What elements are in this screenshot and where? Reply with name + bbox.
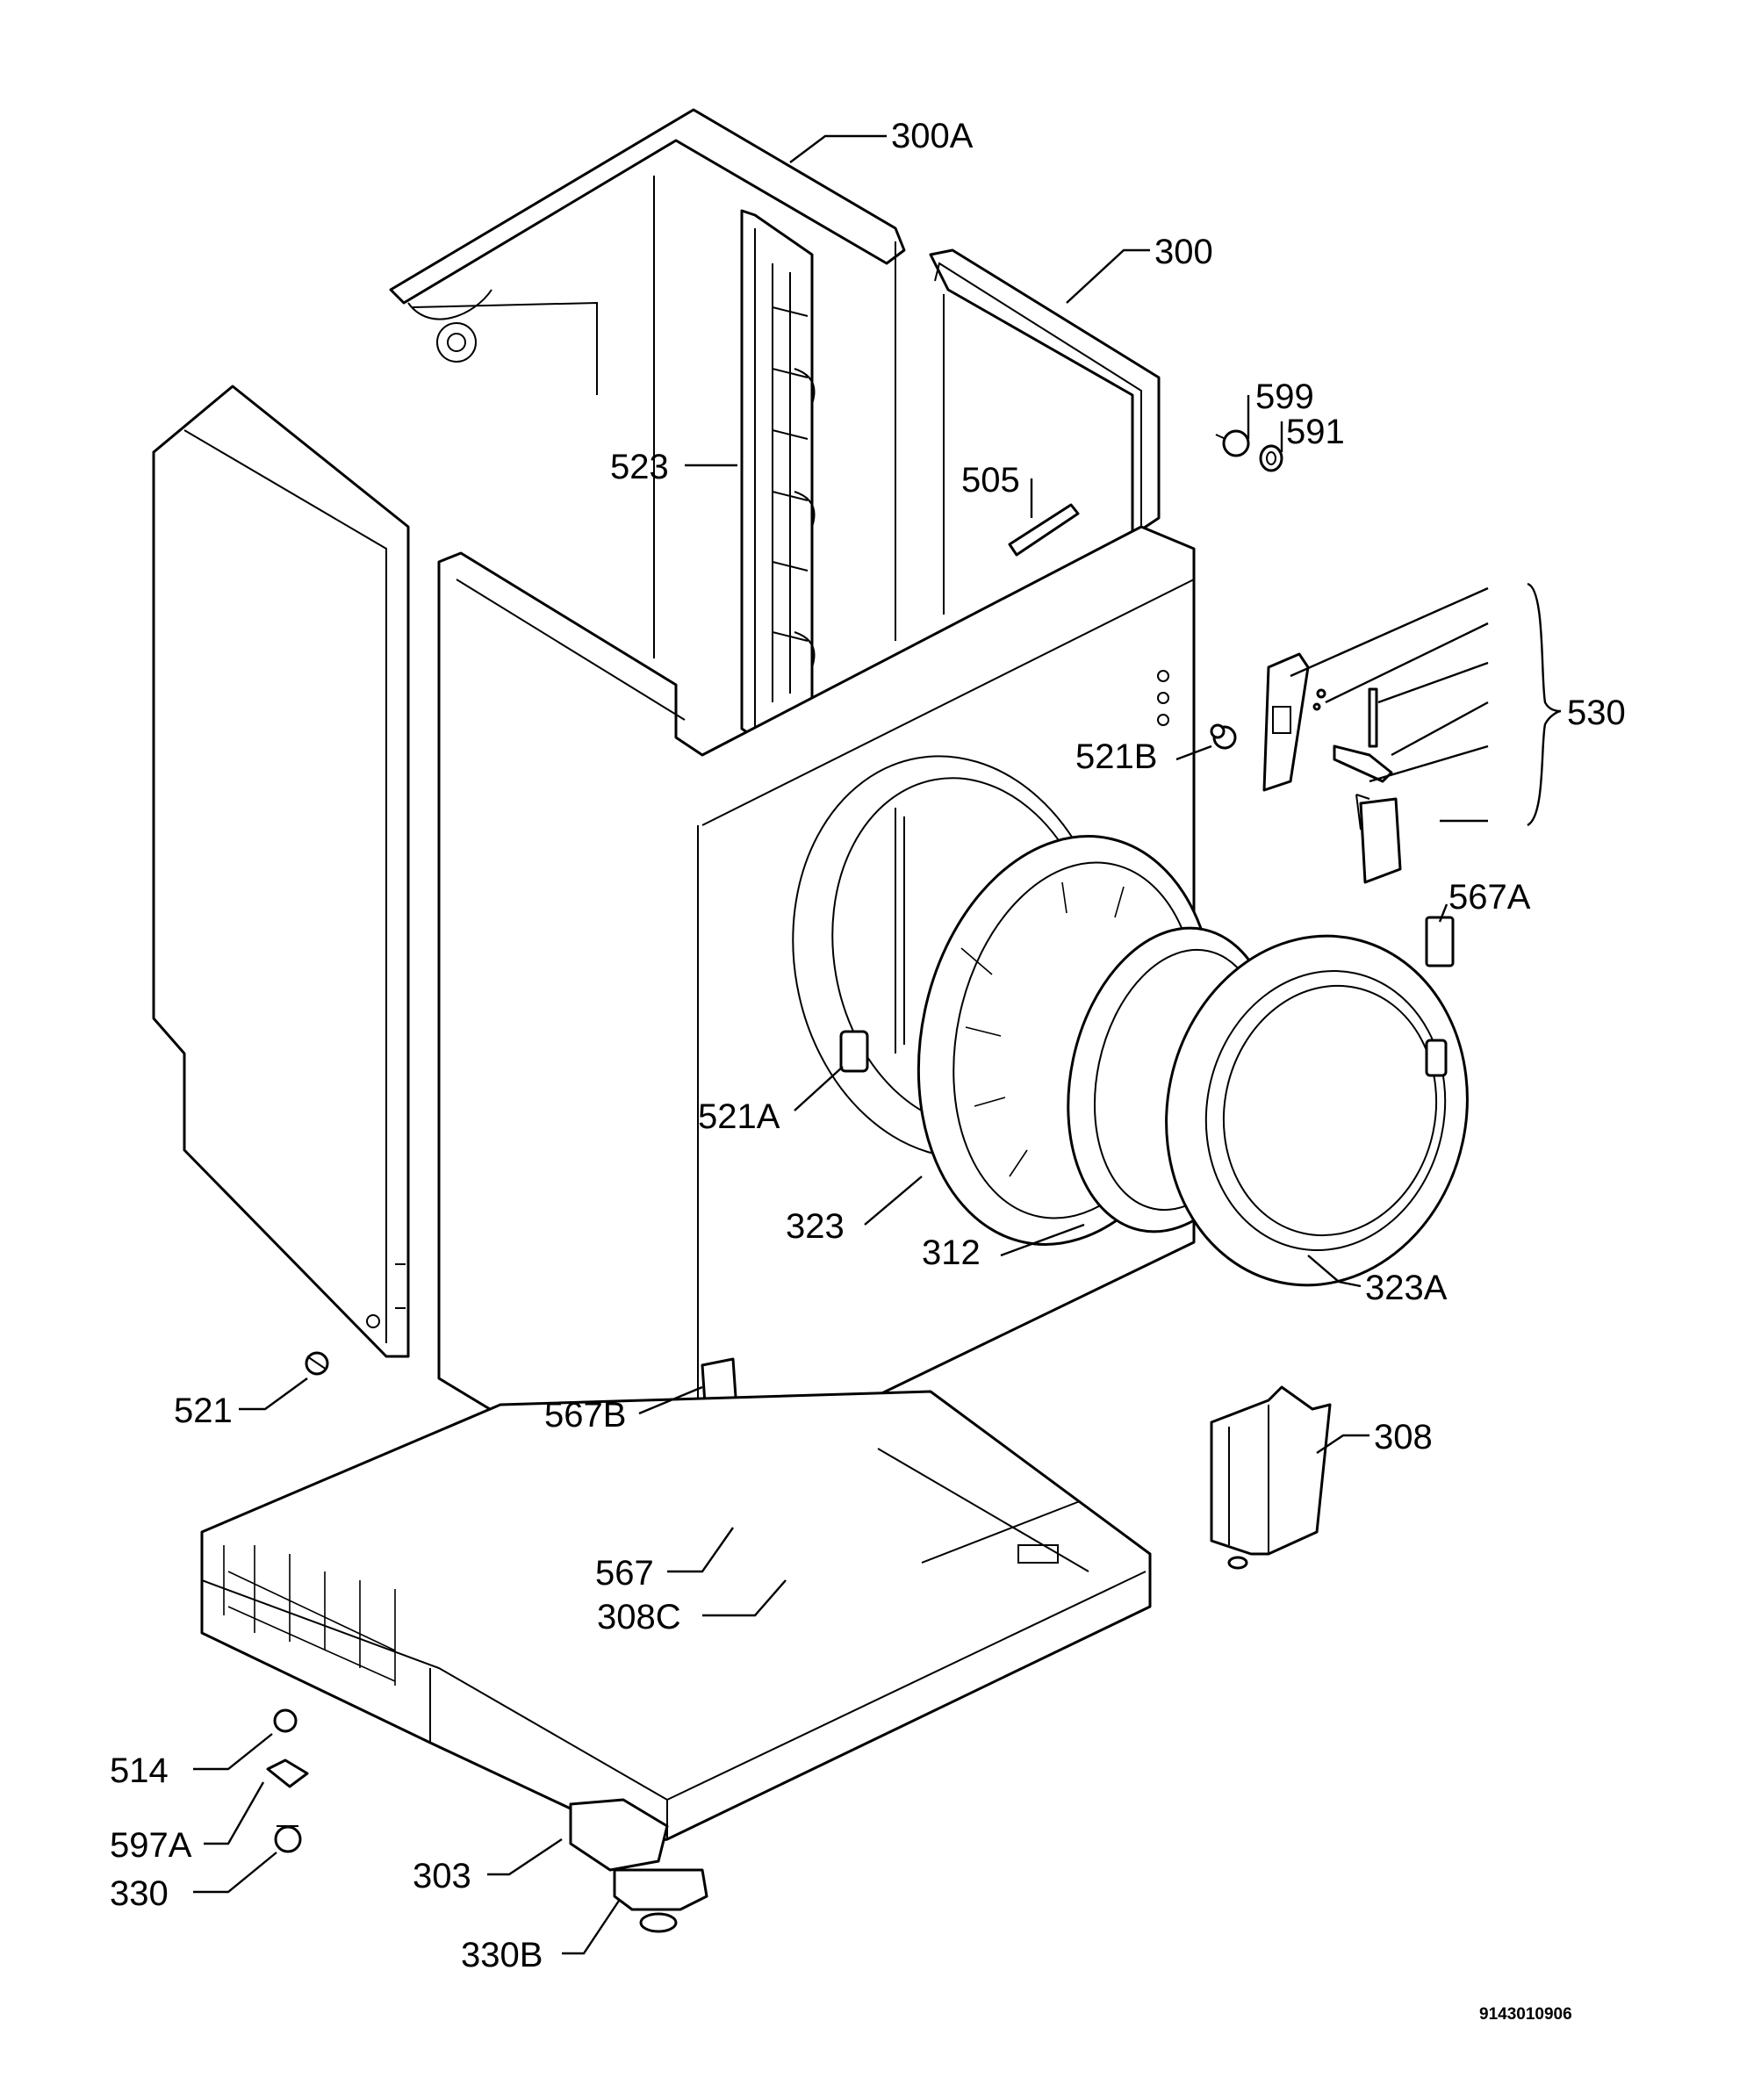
label-308: 308 [1374,1418,1433,1456]
door [1165,934,1469,1287]
front-panel [437,525,1196,1507]
base-plate [200,1390,1152,1872]
label-521A: 521A [698,1097,780,1136]
side-panel [152,385,410,1358]
label-530: 530 [1567,694,1626,732]
label-521: 521 [174,1392,233,1430]
label-330: 330 [110,1874,169,1913]
label-514: 514 [110,1751,169,1790]
leader-lines [193,134,1562,1955]
cabinet-frame [389,108,1161,658]
label-599: 599 [1255,378,1314,416]
label-567: 567 [595,1554,654,1593]
label-523: 523 [610,448,669,486]
label-300A: 300A [891,117,974,155]
label-597A: 597A [110,1826,192,1865]
control-bracket [740,209,816,739]
label-521B: 521B [1075,737,1157,776]
label-303: 303 [413,1857,471,1895]
label-330B: 330B [461,1936,543,1974]
drawing-code: 9143010906 [1479,2005,1572,2024]
part-labels: 300A 300 599 591 523 505 530 521B 567A 5… [110,117,1626,2024]
label-505: 505 [961,461,1020,500]
label-308C: 308C [597,1598,681,1636]
feet-and-fixings [266,1708,708,1933]
label-323A: 323A [1365,1269,1448,1307]
label-323: 323 [786,1207,845,1246]
label-567B: 567B [544,1396,626,1435]
label-312: 312 [922,1233,981,1272]
label-567A: 567A [1448,878,1531,917]
label-591: 591 [1286,413,1345,451]
label-300: 300 [1154,233,1213,271]
